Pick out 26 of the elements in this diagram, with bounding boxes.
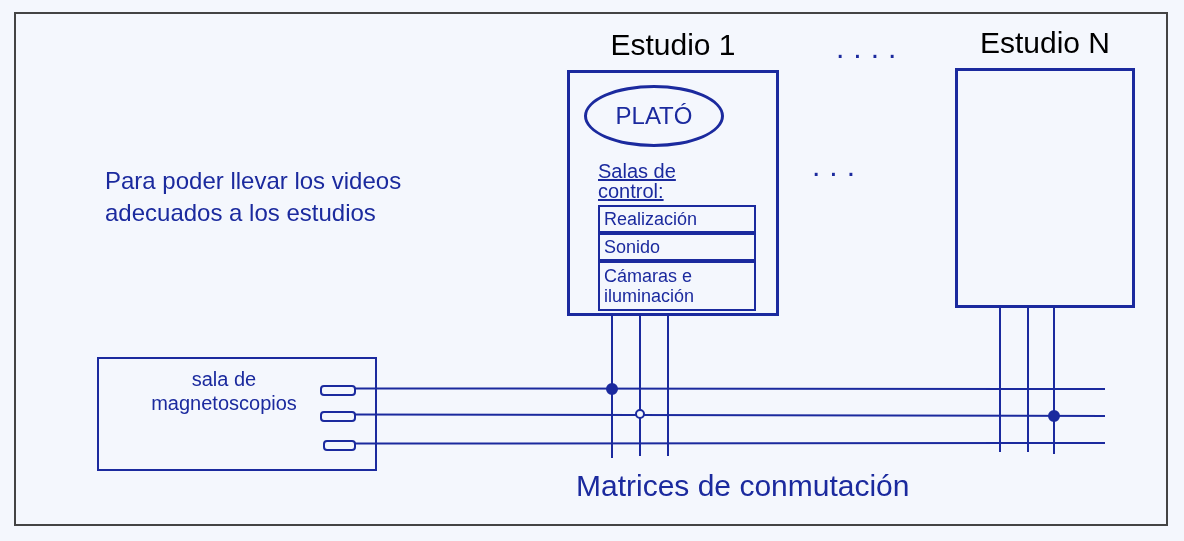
- connector-socket: [320, 385, 356, 396]
- connector-socket: [323, 440, 356, 451]
- signal-line: [667, 315, 669, 457]
- signal-line: [353, 413, 1106, 417]
- signal-line: [999, 307, 1001, 453]
- section-heading: Salas de control:: [598, 161, 677, 201]
- signal-line: [353, 387, 1106, 390]
- room-box: [97, 357, 377, 471]
- node-text: PLATÓ: [615, 101, 693, 131]
- studio-heading: Estudio N: [978, 25, 1112, 61]
- studio-heading: Estudio 1: [609, 27, 737, 63]
- room-title: sala de magnetoscopios: [150, 367, 298, 415]
- note-text: Para poder llevar los videos adecuados a los estudios: [105, 166, 403, 228]
- table-row: Cámaras e iluminación: [598, 261, 756, 311]
- signal-line: [1053, 307, 1055, 455]
- table-row: Realización: [598, 205, 756, 233]
- note-text: ...: [812, 148, 864, 184]
- signal-line: [611, 315, 613, 459]
- ellipse-node: [584, 85, 724, 147]
- signal-line: [1027, 307, 1029, 453]
- note-text: ....: [836, 30, 906, 66]
- signal-line: [639, 315, 641, 457]
- table-row: Sonido: [598, 233, 756, 261]
- note-text: Matrices de conmutación: [576, 468, 910, 504]
- connector-socket: [320, 411, 356, 422]
- signal-line: [353, 442, 1106, 445]
